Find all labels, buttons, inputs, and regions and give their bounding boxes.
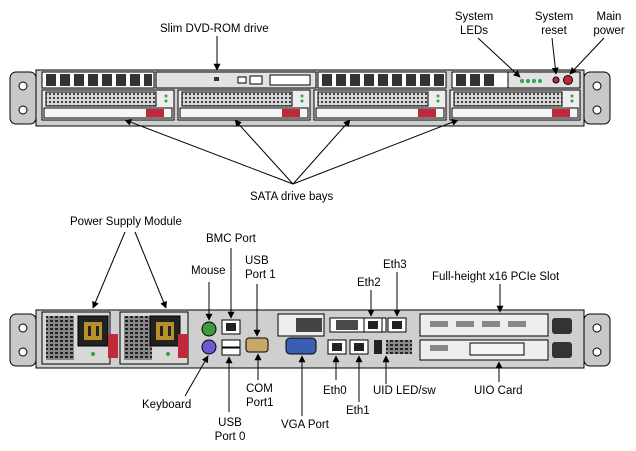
- label-usb-port1: USB Port 1: [245, 255, 276, 281]
- label-slim-dvd: Slim DVD-ROM drive: [160, 23, 269, 35]
- dvd-drive: [155, 71, 317, 89]
- usb-port-1: [221, 339, 241, 348]
- psu-module-left: [41, 311, 118, 365]
- usb-port-0: [221, 347, 241, 356]
- label-system-leds: System LEDs: [454, 11, 494, 37]
- label-vga-port: VGA Port: [281, 419, 329, 431]
- label-main-power: Main power: [593, 11, 625, 37]
- keyboard-ps2-port: [201, 339, 217, 355]
- sata-bays: [41, 89, 581, 121]
- vga-port: [285, 337, 317, 355]
- label-eth3: Eth3: [383, 259, 407, 271]
- rear-io-ports: [201, 313, 412, 356]
- label-sata-bays: SATA drive bays: [250, 191, 334, 203]
- label-pcie-slot: Full-height x16 PCIe Slot: [432, 271, 560, 283]
- label-uid-led: UID LED/sw: [373, 385, 436, 397]
- expansion-slots: [419, 313, 572, 361]
- uid-led-switch: [374, 340, 382, 354]
- callout-lines: [92, 36, 605, 416]
- front-top-vents: [41, 71, 509, 89]
- front-control-panel: [507, 71, 581, 89]
- label-uio-card: UIO Card: [474, 385, 523, 397]
- label-bmc-port: BMC Port: [206, 233, 256, 245]
- label-com-port1: COM Port1: [246, 383, 274, 409]
- label-keyboard: Keyboard: [142, 399, 192, 411]
- label-eth1: Eth1: [346, 405, 370, 417]
- com-port: [245, 337, 269, 353]
- label-system-reset: System reset: [534, 11, 574, 37]
- psu-module-right: [119, 311, 189, 365]
- label-usb-port0: USB Port 0: [214, 417, 246, 443]
- label-eth2: Eth2: [357, 277, 381, 289]
- label-eth0: Eth0: [323, 385, 347, 397]
- label-psu-module: Power Supply Module: [70, 216, 182, 228]
- label-mouse: Mouse: [191, 265, 226, 277]
- mouse-ps2-port: [201, 321, 217, 337]
